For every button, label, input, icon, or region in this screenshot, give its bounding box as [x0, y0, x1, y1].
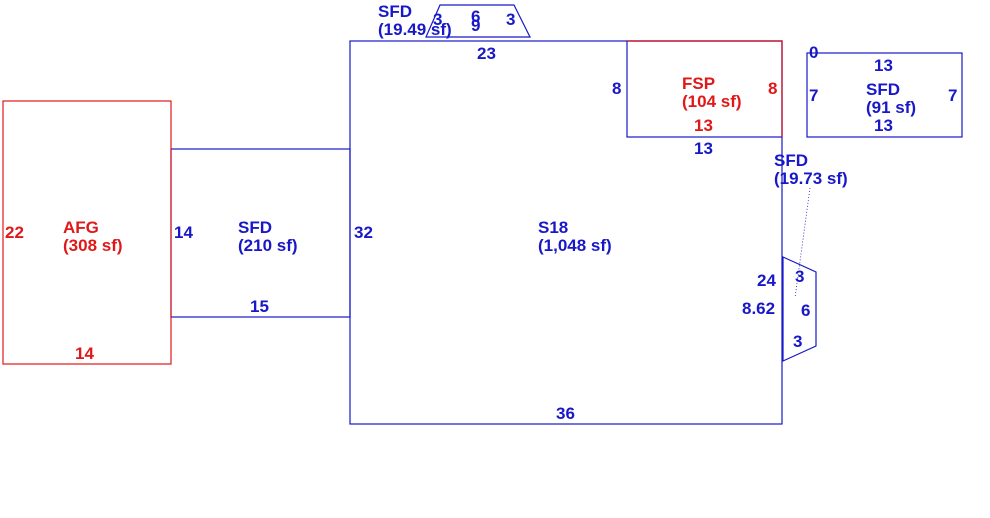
dim-afg-left: 22 [5, 223, 24, 242]
dim-s18-right-seg: 8.62 [742, 299, 775, 318]
dim-side-bay-mid: 6 [801, 301, 810, 320]
dim-s18-left: 32 [354, 223, 373, 242]
sfd-mid-area: (210 sf) [238, 236, 298, 255]
dim-sfd-mid-bottom: 15 [250, 297, 269, 316]
dim-sfd-right-right: 7 [948, 86, 957, 105]
s18-name: S18 [538, 218, 568, 237]
dim-afg-bottom: 14 [75, 344, 94, 363]
bay-leader-line [794, 187, 811, 299]
dim-top-bay-mid-a: 6 [471, 7, 480, 26]
dim-sfd-mid-right: 14 [174, 223, 193, 242]
sfd-right-name: SFD [866, 80, 900, 99]
dim-side-bay-top: 3 [795, 267, 804, 286]
side-bay-outline [782, 256, 817, 362]
afg-outline [2, 100, 172, 365]
dim-s18-bottom: 36 [556, 404, 575, 423]
fsp-outline-red [627, 40, 783, 137]
sfd-top-name: SFD [378, 2, 412, 21]
dim-sfd-right-bottom: 13 [874, 116, 893, 135]
dim-sfd-right-left: 7 [809, 86, 818, 105]
fsp-area: (104 sf) [682, 92, 742, 111]
dim-side-bay-bottom: 3 [793, 332, 802, 351]
dim-fsp-right: 8 [768, 79, 777, 98]
sfd-bay-name: SFD [774, 151, 808, 170]
dim-fsp-bottom-out: 13 [694, 139, 713, 158]
dim-s18-right: 24 [757, 271, 776, 290]
dim-sfd-right-zero: 0 [809, 43, 818, 62]
sfd-right-area: (91 sf) [866, 98, 916, 117]
dim-top-bay-mid-b: 9 [471, 16, 480, 35]
dim-fsp-bottom-in: 13 [694, 116, 713, 135]
dim-top-bay-right: 3 [506, 10, 515, 29]
s18-area: (1,048 sf) [538, 236, 612, 255]
dim-top-bay-left: 3 [433, 10, 442, 29]
sfd-right-outline [806, 52, 963, 138]
top-bay-outline [425, 4, 531, 38]
sfd-mid-name: SFD [238, 218, 272, 237]
dim-s18-top: 23 [477, 44, 496, 63]
afg-area: (308 sf) [63, 236, 123, 255]
sfd-bay-area: (19.73 sf) [774, 169, 848, 188]
fsp-name: FSP [682, 74, 715, 93]
sfd-top-area: (19.49 sf) [378, 20, 452, 39]
dim-fsp-left: 8 [612, 79, 621, 98]
afg-name: AFG [63, 218, 99, 237]
dim-sfd-right-top: 13 [874, 56, 893, 75]
